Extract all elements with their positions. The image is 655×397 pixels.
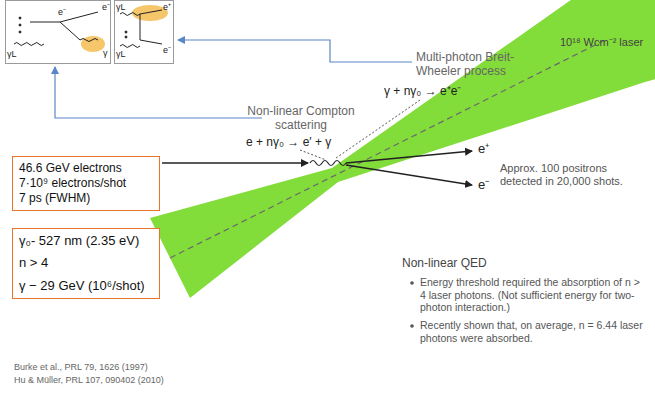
bullet-text: Energy threshold required the absorption… (420, 276, 645, 314)
feynman-compton (14, 12, 105, 52)
laser-beam (150, 0, 655, 298)
particle-label: γ (103, 48, 108, 58)
bullet-text: Recently shown that, on average, n = 6.4… (420, 319, 645, 344)
particle-label: γL (116, 49, 126, 59)
blue-leader (55, 67, 262, 118)
process-formula: γ + nγ₀ → e⁺e⁻ (384, 84, 514, 98)
box-text: 7·10⁹ electrons/shot (19, 176, 153, 191)
box-text: n > 4 (19, 255, 153, 271)
particle-label: γL (116, 2, 126, 12)
process-formula: e + nγ₀ → e′ + γ (246, 135, 366, 149)
blue-leader (178, 40, 412, 62)
particle-label: e⁻ (478, 177, 498, 193)
box-text: 46.6 GeV electrons (19, 161, 153, 176)
particle-label: e⁻ (102, 0, 110, 13)
process-name: Multi-photon Breit-Wheeler process (416, 50, 536, 79)
particle-label: e⁺ (478, 141, 498, 157)
box-text: γ − 29 GeV (10⁶/shot) (19, 278, 153, 294)
reference: Hu & Müller, PRL 107, 090402 (2010) (14, 375, 314, 386)
result-note: Approx. 100 positrons detected in 20,000… (500, 162, 635, 188)
bullet-dot (410, 281, 414, 285)
particle-label: e⁻ (58, 5, 66, 18)
particle-label: γL (7, 49, 17, 59)
laser-info-box: γ₀- 527 nm (2.35 eV) n > 4 γ − 29 GeV (10⁶… (12, 228, 160, 299)
reference: Burke et al., PRL 79, 1626 (1997) (14, 362, 314, 373)
feynman-inset: γL e⁺ e⁻ γL (114, 0, 174, 64)
laser-axis (170, 40, 605, 258)
dotted-leader (300, 150, 326, 160)
particle-label: e⁺ (163, 0, 171, 13)
electron-beam (162, 162, 308, 163)
bullet-dot (410, 324, 414, 328)
electron-track (346, 165, 472, 185)
feynman-inset: e⁻ e⁻ γL γ (5, 0, 111, 64)
section-heading: Non-linear QED (402, 256, 602, 270)
box-text: 7 ps (FWHM) (19, 191, 153, 206)
box-text: γ₀- 527 nm (2.35 eV) (19, 233, 153, 249)
feynman-breit-wheeler (120, 5, 168, 48)
photon-wave (310, 161, 346, 166)
laser-label: 10¹⁸ Wcm⁻² laser (560, 36, 655, 49)
particle-label: e⁻ (163, 43, 171, 56)
beam-info-box: 46.6 GeV electrons7·10⁹ electrons/shot7 … (12, 156, 160, 211)
process-name: Non-linear Compton scattering (242, 104, 360, 133)
positron-track (346, 151, 472, 163)
